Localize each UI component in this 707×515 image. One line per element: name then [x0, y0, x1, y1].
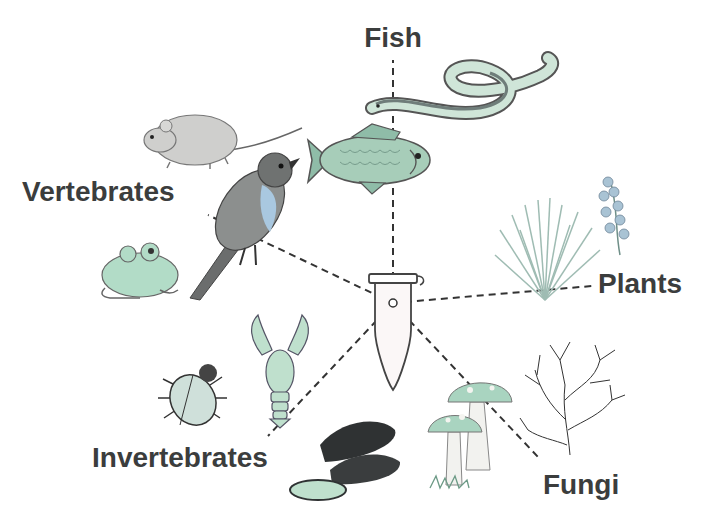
- crayfish-drawing: [252, 315, 272, 355]
- crayfish-drawing: [272, 402, 288, 411]
- leader-lines: [393, 286, 592, 303]
- bird-drawing: [190, 153, 300, 300]
- flower-drawing: [601, 207, 611, 217]
- category-label: Plants: [598, 268, 682, 300]
- mouse-drawing: [228, 128, 302, 150]
- mycelium-drawing: [520, 342, 625, 455]
- crayfish-drawing: [266, 350, 294, 394]
- eel-drawing: [376, 73, 507, 109]
- crayfish-drawing: [252, 315, 309, 428]
- crayfish-drawing: [270, 419, 290, 428]
- frog-drawing: [148, 248, 154, 254]
- flower-drawing: [613, 201, 623, 211]
- fish-drawing: [340, 150, 400, 165]
- mussel-drawing: [290, 480, 346, 500]
- frog-drawing: [141, 243, 159, 261]
- frog-drawing: [102, 243, 178, 298]
- mushroom-drawing: [459, 414, 465, 420]
- mycelium-drawing: [537, 355, 540, 375]
- mushroom-drawing: [466, 402, 490, 470]
- tube-drawing: [369, 274, 417, 283]
- eel-drawing: [372, 58, 552, 113]
- crayfish-drawing: [271, 392, 289, 402]
- mycelium-drawing: [595, 345, 600, 360]
- fish-drawing: [340, 162, 400, 165]
- grass-drawing: [520, 230, 545, 300]
- eel-drawing: [376, 104, 380, 108]
- fish-drawing: [360, 182, 385, 194]
- tube-drawing: [375, 283, 411, 390]
- flower-drawing: [599, 177, 629, 239]
- crayfish-drawing: [288, 315, 308, 355]
- category-label: Fish: [364, 22, 422, 54]
- mycelium-drawing: [565, 360, 600, 400]
- eel-drawing: [372, 58, 552, 113]
- mycelium-drawing: [525, 375, 540, 385]
- mussel-drawing: [290, 422, 400, 500]
- tube-drawing: [389, 299, 397, 307]
- flower-drawing: [605, 223, 615, 233]
- mushroom-drawing: [490, 386, 495, 391]
- eel-drawing: [372, 58, 552, 113]
- bird-drawing: [240, 245, 256, 265]
- mushroom-drawing: [430, 476, 469, 488]
- mushroom-drawing: [467, 387, 473, 393]
- mycelium-drawing: [560, 342, 570, 360]
- mushroom-drawing: [428, 416, 482, 433]
- mycelium-drawing: [550, 345, 560, 360]
- tube-drawing: [417, 276, 424, 285]
- grass-drawing: [495, 198, 600, 300]
- fish-drawing: [352, 124, 400, 140]
- tube-drawing: [369, 274, 424, 390]
- mycelium-drawing: [610, 385, 612, 400]
- flower-drawing: [599, 191, 609, 201]
- grass-drawing: [545, 225, 570, 300]
- crayfish-drawing: [273, 411, 287, 419]
- category-label: Invertebrates: [92, 442, 268, 474]
- mouse-drawing: [150, 135, 154, 139]
- mouse-drawing: [160, 120, 172, 132]
- beetle-drawing: [158, 364, 227, 434]
- leader-lines: [208, 60, 592, 457]
- mycelium-drawing: [568, 400, 612, 430]
- mushroom-drawing: [428, 383, 512, 488]
- fish-drawing: [340, 150, 400, 153]
- mycelium-drawing: [520, 418, 528, 430]
- fish-drawing: [320, 136, 430, 184]
- mushroom-drawing: [448, 383, 512, 402]
- mussel-drawing: [330, 454, 400, 484]
- mouse-drawing: [144, 128, 176, 152]
- mycelium-drawing: [612, 395, 625, 400]
- mushroom-drawing: [446, 418, 451, 423]
- mushroom-drawing: [446, 386, 495, 423]
- flower-drawing: [615, 215, 625, 225]
- beetle-drawing: [199, 364, 217, 382]
- fish-drawing: [410, 150, 416, 174]
- flower-drawing: [603, 177, 613, 187]
- leader-lines: [393, 303, 538, 457]
- bird-drawing: [260, 185, 276, 232]
- category-label: Vertebrates: [22, 176, 175, 208]
- category-label: Fungi: [543, 469, 619, 501]
- fish-drawing: [308, 124, 430, 194]
- mycelium-drawing: [535, 370, 566, 420]
- flower-drawing: [609, 187, 619, 197]
- bird-drawing: [279, 164, 284, 169]
- frog-drawing: [102, 288, 178, 298]
- beetle-drawing: [180, 375, 193, 425]
- mycelium-drawing: [560, 360, 565, 385]
- flower-drawing: [619, 229, 629, 239]
- frog-drawing: [102, 253, 178, 297]
- mycelium-drawing: [590, 380, 610, 383]
- mycelium-drawing: [600, 350, 615, 360]
- bird-drawing: [258, 153, 292, 187]
- fish-drawing: [415, 153, 421, 159]
- bird-drawing: [289, 158, 300, 170]
- flower-drawing: [599, 177, 629, 255]
- mycelium-drawing: [528, 430, 567, 445]
- frog-drawing: [120, 246, 136, 262]
- mouse-drawing: [167, 158, 228, 169]
